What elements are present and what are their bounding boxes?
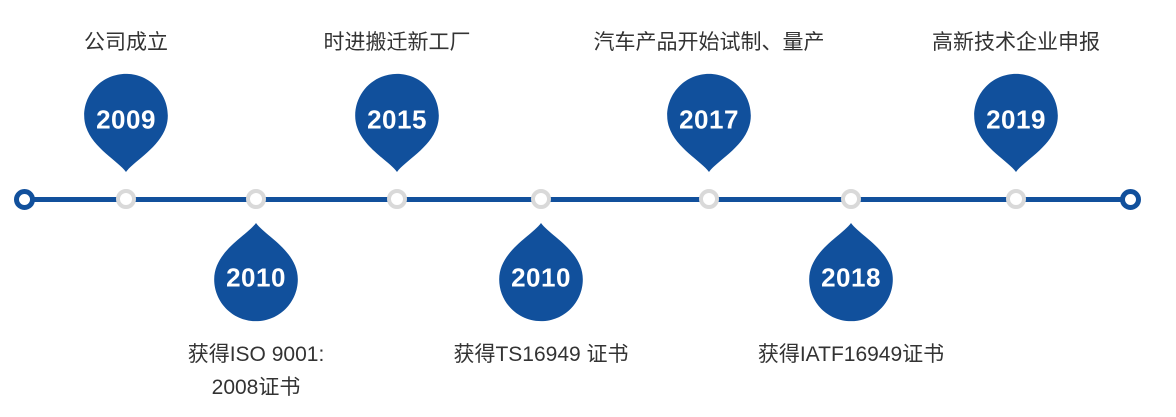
teardrop-marker: 2019 xyxy=(966,72,1066,172)
milestone-label: 获得TS16949 证书 xyxy=(453,343,629,366)
timeline-line xyxy=(25,197,1131,202)
teardrop-marker: 2010 xyxy=(206,223,306,323)
timeline-end-node xyxy=(1120,189,1141,210)
milestone-year: 2010 xyxy=(511,262,571,293)
teardrop-icon xyxy=(355,73,439,172)
milestone-2019: 高新技术企业申报 2019 xyxy=(876,0,1156,417)
teardrop-icon xyxy=(499,223,583,322)
milestone-2018: 获得IATF16949证书 2018 xyxy=(711,0,991,417)
milestone-year: 2017 xyxy=(679,104,739,135)
milestone-2009: 公司成立 2009 xyxy=(0,0,266,417)
timeline-node xyxy=(246,189,266,209)
milestone-year: 2018 xyxy=(821,262,881,293)
teardrop-marker: 2015 xyxy=(347,72,447,172)
milestone-label: 获得ISO 9001: 2008证书 xyxy=(116,338,396,404)
timeline-node xyxy=(841,189,861,209)
milestone-2017: 汽车产品开始试制、量产 2017 xyxy=(569,0,849,417)
timeline-node xyxy=(1006,189,1026,209)
timeline-node xyxy=(531,189,551,209)
teardrop-icon xyxy=(667,73,751,172)
timeline-start-node xyxy=(14,189,35,210)
milestone-2010-iso9001: 获得ISO 9001: 2008证书 2010 xyxy=(116,0,396,417)
milestone-2015: 时进搬迁新工厂 2015 xyxy=(257,0,537,417)
milestone-year: 2010 xyxy=(226,262,286,293)
teardrop-icon xyxy=(84,73,168,172)
milestone-label-line1: 获得ISO 9001: xyxy=(187,343,325,366)
teardrop-icon xyxy=(809,223,893,322)
teardrop-marker: 2009 xyxy=(76,72,176,172)
milestone-year: 2015 xyxy=(367,104,427,135)
milestone-label: 公司成立 xyxy=(84,31,168,54)
milestone-year: 2019 xyxy=(986,104,1046,135)
timeline-node xyxy=(116,189,136,209)
milestone-label: 汽车产品开始试制、量产 xyxy=(593,31,825,54)
teardrop-marker: 2017 xyxy=(659,72,759,172)
teardrop-icon xyxy=(974,73,1058,172)
milestone-label: 时进搬迁新工厂 xyxy=(323,31,471,54)
milestone-label: 获得IATF16949证书 xyxy=(757,343,945,366)
milestone-2010-ts16949: 获得TS16949 证书 2010 xyxy=(401,0,681,417)
milestone-label-line2: 2008证书 xyxy=(211,376,301,399)
milestone-year: 2009 xyxy=(96,104,156,135)
timeline-node xyxy=(387,189,407,209)
milestone-label: 高新技术企业申报 xyxy=(932,31,1100,54)
teardrop-marker: 2010 xyxy=(491,223,591,323)
teardrop-icon xyxy=(214,223,298,322)
timeline-node xyxy=(699,189,719,209)
teardrop-marker: 2018 xyxy=(801,223,901,323)
